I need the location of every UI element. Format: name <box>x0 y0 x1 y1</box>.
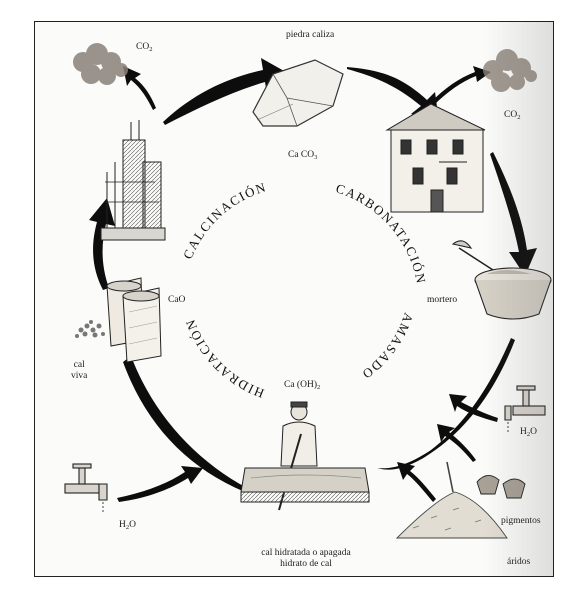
quicklime-pile-illustration <box>75 320 105 338</box>
limestone-illustration <box>252 59 344 127</box>
co2-left-label: CO2 <box>136 42 152 55</box>
worker-trough-illustration <box>240 401 370 511</box>
h2o-left-o: O <box>129 520 136 530</box>
co2-cloud-right-illustration <box>483 49 537 92</box>
mortar-bucket-illustration <box>451 240 552 320</box>
arrow-co2-to-building <box>431 66 491 105</box>
caoh2-subscript: 2 <box>316 384 321 391</box>
phase-calcination: CALCINACIÓN <box>180 179 269 261</box>
h2o-right-subscript: 2 <box>526 431 531 438</box>
co2-right-label: CO2 <box>504 110 520 123</box>
slaked-lime-line-2: hidrato de cal <box>280 559 332 569</box>
aggregates-label: áridos <box>507 557 531 567</box>
mortar-label: mortero <box>427 295 458 305</box>
pigment-bags-illustration <box>476 475 526 499</box>
arrow-faucet-to-kneading <box>117 466 203 502</box>
caco3-subscript: 3 <box>314 154 318 161</box>
h2o-left-h: H <box>119 520 126 530</box>
lime-cycle-diagram: CALCINACIÓN CARBONATACIÓN AMASADO HIDRAT… <box>64 43 552 539</box>
kiln-illustration <box>100 120 166 241</box>
quicklime-line-1: cal <box>73 360 85 370</box>
caco3-label: Ca CO3 <box>288 150 317 163</box>
quicklime-label: cal viva <box>71 360 87 382</box>
arrow-kiln-to-co2 <box>123 66 156 110</box>
diagram-frame: CALCINACIÓN CARBONATACIÓN AMASADO HIDRAT… <box>34 21 554 577</box>
co2-right-subscript: 2 <box>517 114 521 121</box>
co2-cloud-left-illustration <box>73 43 128 85</box>
h2o-right-label: H2O <box>520 427 537 440</box>
arrow-aggregates-to-mortar <box>397 462 436 502</box>
building-illustration <box>385 103 486 213</box>
limestone-label: piedra caliza <box>286 30 335 40</box>
phase-kneading: AMASADO <box>359 311 417 383</box>
arrow-kneading-to-hydration <box>123 356 247 492</box>
caoh2-label: Ca (OH)2 <box>284 380 320 393</box>
arrow-carbonation-to-mortar <box>490 152 537 276</box>
phase-hydration: HIDRATACIÓN <box>182 316 266 401</box>
faucet-left-illustration <box>64 463 108 514</box>
slaked-lime-line-1: cal hidratada o apagada <box>261 548 351 558</box>
aggregates-pile-illustration <box>395 461 508 539</box>
slaked-lime-label: cal hidratada o apagada hidrato de cal <box>231 548 381 570</box>
quicklime-line-2: viva <box>71 371 88 381</box>
caco3-text: Ca CO <box>288 150 315 160</box>
lime-sacks-illustration <box>106 277 162 363</box>
cycle-arrows <box>89 58 537 502</box>
co2-left-subscript: 2 <box>149 46 153 53</box>
caoh2-text: Ca (OH) <box>284 380 317 390</box>
faucet-right-illustration <box>504 385 546 434</box>
co2-right-text: CO <box>504 110 518 120</box>
arrow-mortar-to-kneading <box>377 338 515 470</box>
arrow-calcination-to-limestone <box>163 58 293 125</box>
co2-left-text: CO <box>136 42 150 52</box>
h2o-right-h: H <box>520 427 527 437</box>
arrow-pigments-to-mortar <box>437 424 476 462</box>
pigments-label: pigmentos <box>501 516 541 526</box>
arrow-hydration-to-calcination <box>89 198 115 290</box>
h2o-left-subscript: 2 <box>125 524 130 531</box>
h2o-left-label: H2O <box>119 520 136 533</box>
h2o-right-o: O <box>530 427 537 437</box>
cao-label: CaO <box>168 295 186 305</box>
arrow-water-to-mortar <box>449 394 498 422</box>
